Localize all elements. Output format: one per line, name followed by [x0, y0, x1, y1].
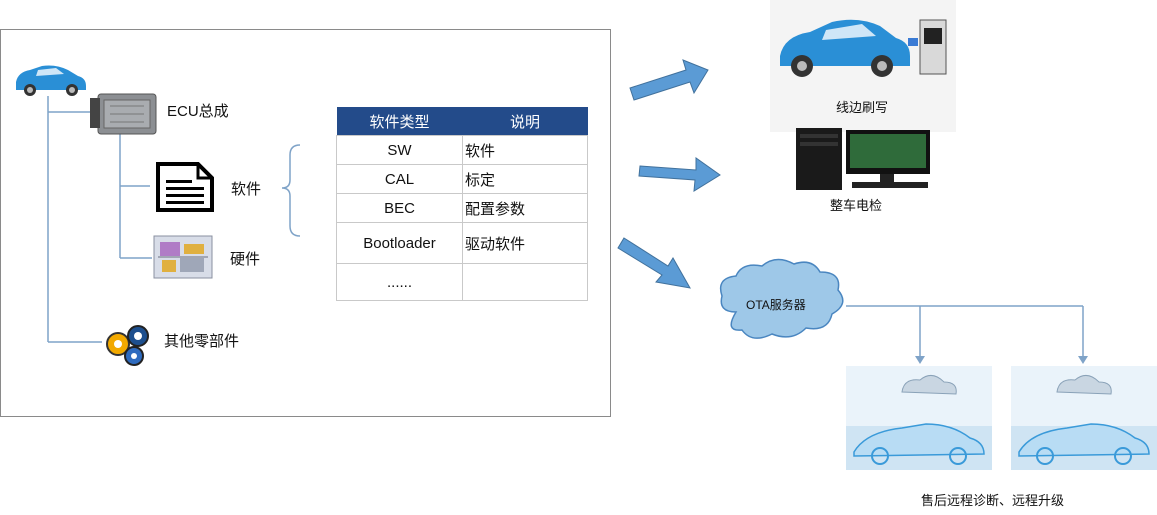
- arrowheads: [915, 356, 1088, 364]
- table-row: Bootloader 驱动软件: [336, 222, 588, 264]
- table-header-desc: 说明: [462, 107, 588, 136]
- ecu-label: ECU总成: [167, 103, 229, 120]
- connected-car-image-1: [846, 366, 992, 470]
- connected-car-image-2: [1011, 366, 1157, 470]
- other-parts-label: 其他零部件: [164, 333, 240, 350]
- car-icon: [16, 65, 86, 96]
- line-flash-label: 线边刷写: [836, 100, 889, 115]
- table-cell-desc: 软件: [462, 135, 588, 165]
- table-cell-type: Bootloader: [336, 222, 463, 264]
- line-flash-image: [770, 0, 956, 132]
- ota-distribution-lines: [846, 305, 1084, 358]
- hardware-label: 硬件: [230, 251, 261, 268]
- gears-icon: [106, 325, 149, 366]
- software-label: 软件: [231, 181, 262, 198]
- software-type-table: 软件类型 说明 SW 软件 CAL 标定 BEC 配置参数 Bootloader…: [336, 107, 588, 301]
- desktop-computer-image: [796, 128, 930, 190]
- table-cell-type: BEC: [336, 193, 463, 223]
- ecu-composition-box: [0, 29, 611, 417]
- table-cell-desc: 配置参数: [462, 193, 588, 223]
- table-cell-type: CAL: [336, 164, 463, 194]
- table-cell-type: ......: [336, 263, 463, 301]
- brace: [281, 144, 301, 237]
- arrow-to-vehicle-test: [638, 157, 721, 192]
- table-cell-desc: [462, 263, 588, 301]
- table-row: SW 软件: [336, 135, 588, 165]
- ecu-icon: [90, 93, 157, 135]
- table-cell-type: SW: [336, 135, 463, 165]
- arrow-to-ota: [617, 237, 691, 289]
- table-cell-desc: 驱动软件: [462, 222, 588, 264]
- table-row: CAL 标定: [336, 164, 588, 194]
- table-cell-desc: 标定: [462, 164, 588, 194]
- table-row: ......: [336, 263, 588, 301]
- table-header-row: 软件类型 说明: [336, 107, 588, 136]
- table-header-type: 软件类型: [336, 107, 463, 136]
- arrow-to-line-flash: [629, 59, 709, 101]
- vehicle-test-label: 整车电检: [830, 198, 883, 213]
- ota-server-label: OTA服务器: [746, 298, 806, 312]
- circuit-board-icon: [153, 235, 213, 279]
- document-icon: [156, 162, 214, 212]
- ota-cloud: [719, 258, 844, 339]
- table-row: BEC 配置参数: [336, 193, 588, 223]
- after-sales-label: 售后远程诊断、远程升级: [921, 493, 1065, 508]
